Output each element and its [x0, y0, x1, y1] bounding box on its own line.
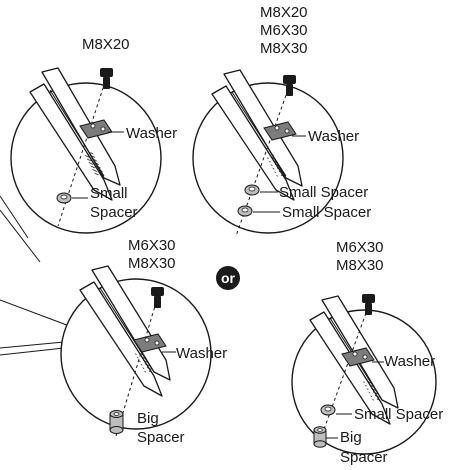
spacer-label-line2: Spacer — [340, 449, 388, 466]
washer-label: Washer — [308, 128, 359, 145]
small-spacer — [237, 205, 253, 217]
spacer-label: Small Spacer — [279, 184, 368, 201]
washer-label: Washer — [384, 353, 435, 370]
small-spacer — [56, 192, 72, 204]
or-badge: or — [216, 266, 240, 290]
detail-circle-2 — [192, 69, 344, 237]
frame-tube — [79, 265, 171, 397]
bolt-label: M8X20 — [82, 36, 130, 53]
callout-leader-lines — [0, 195, 81, 356]
spacer-label-line2: Spacer — [90, 204, 138, 221]
bolt-label: M8X30 — [260, 40, 308, 57]
small-spacer — [320, 404, 336, 416]
spacer-label-line1: Big — [340, 429, 362, 446]
or-badge-label: or — [221, 270, 236, 286]
detail-circle-4 — [291, 294, 437, 455]
frame-tube — [29, 67, 121, 201]
small-spacer — [244, 184, 260, 196]
washer-label: Washer — [126, 125, 177, 142]
washer-label: Washer — [176, 345, 227, 362]
bolt-icon — [362, 294, 375, 315]
detail-circle-1 — [10, 67, 162, 234]
spacer-label: Small Spacer — [282, 204, 371, 221]
bolt-label: M8X30 — [128, 255, 176, 272]
frame-tube — [211, 69, 303, 201]
spacer-label: Small Spacer — [354, 406, 443, 423]
bolt-label: M8X20 — [260, 4, 308, 21]
bolt-icon — [100, 68, 113, 89]
spacer-label-line1: Small — [90, 185, 128, 202]
washer-plate — [263, 121, 297, 141]
bolt-label: M8X30 — [336, 257, 384, 274]
big-spacer — [109, 410, 124, 434]
detail-circle-3 — [60, 265, 212, 437]
bolt-label: M6X30 — [336, 239, 384, 256]
spacer-label-line2: Spacer — [137, 429, 185, 446]
bolt-icon — [283, 75, 296, 96]
bolt-label: M6X30 — [260, 22, 308, 39]
spacer-label-line1: Big — [137, 410, 159, 427]
bolt-label: M6X30 — [128, 237, 176, 254]
washer-plate — [341, 347, 375, 367]
big-spacer — [313, 426, 327, 448]
bolt-icon — [151, 287, 164, 308]
washer-plate — [133, 333, 167, 353]
